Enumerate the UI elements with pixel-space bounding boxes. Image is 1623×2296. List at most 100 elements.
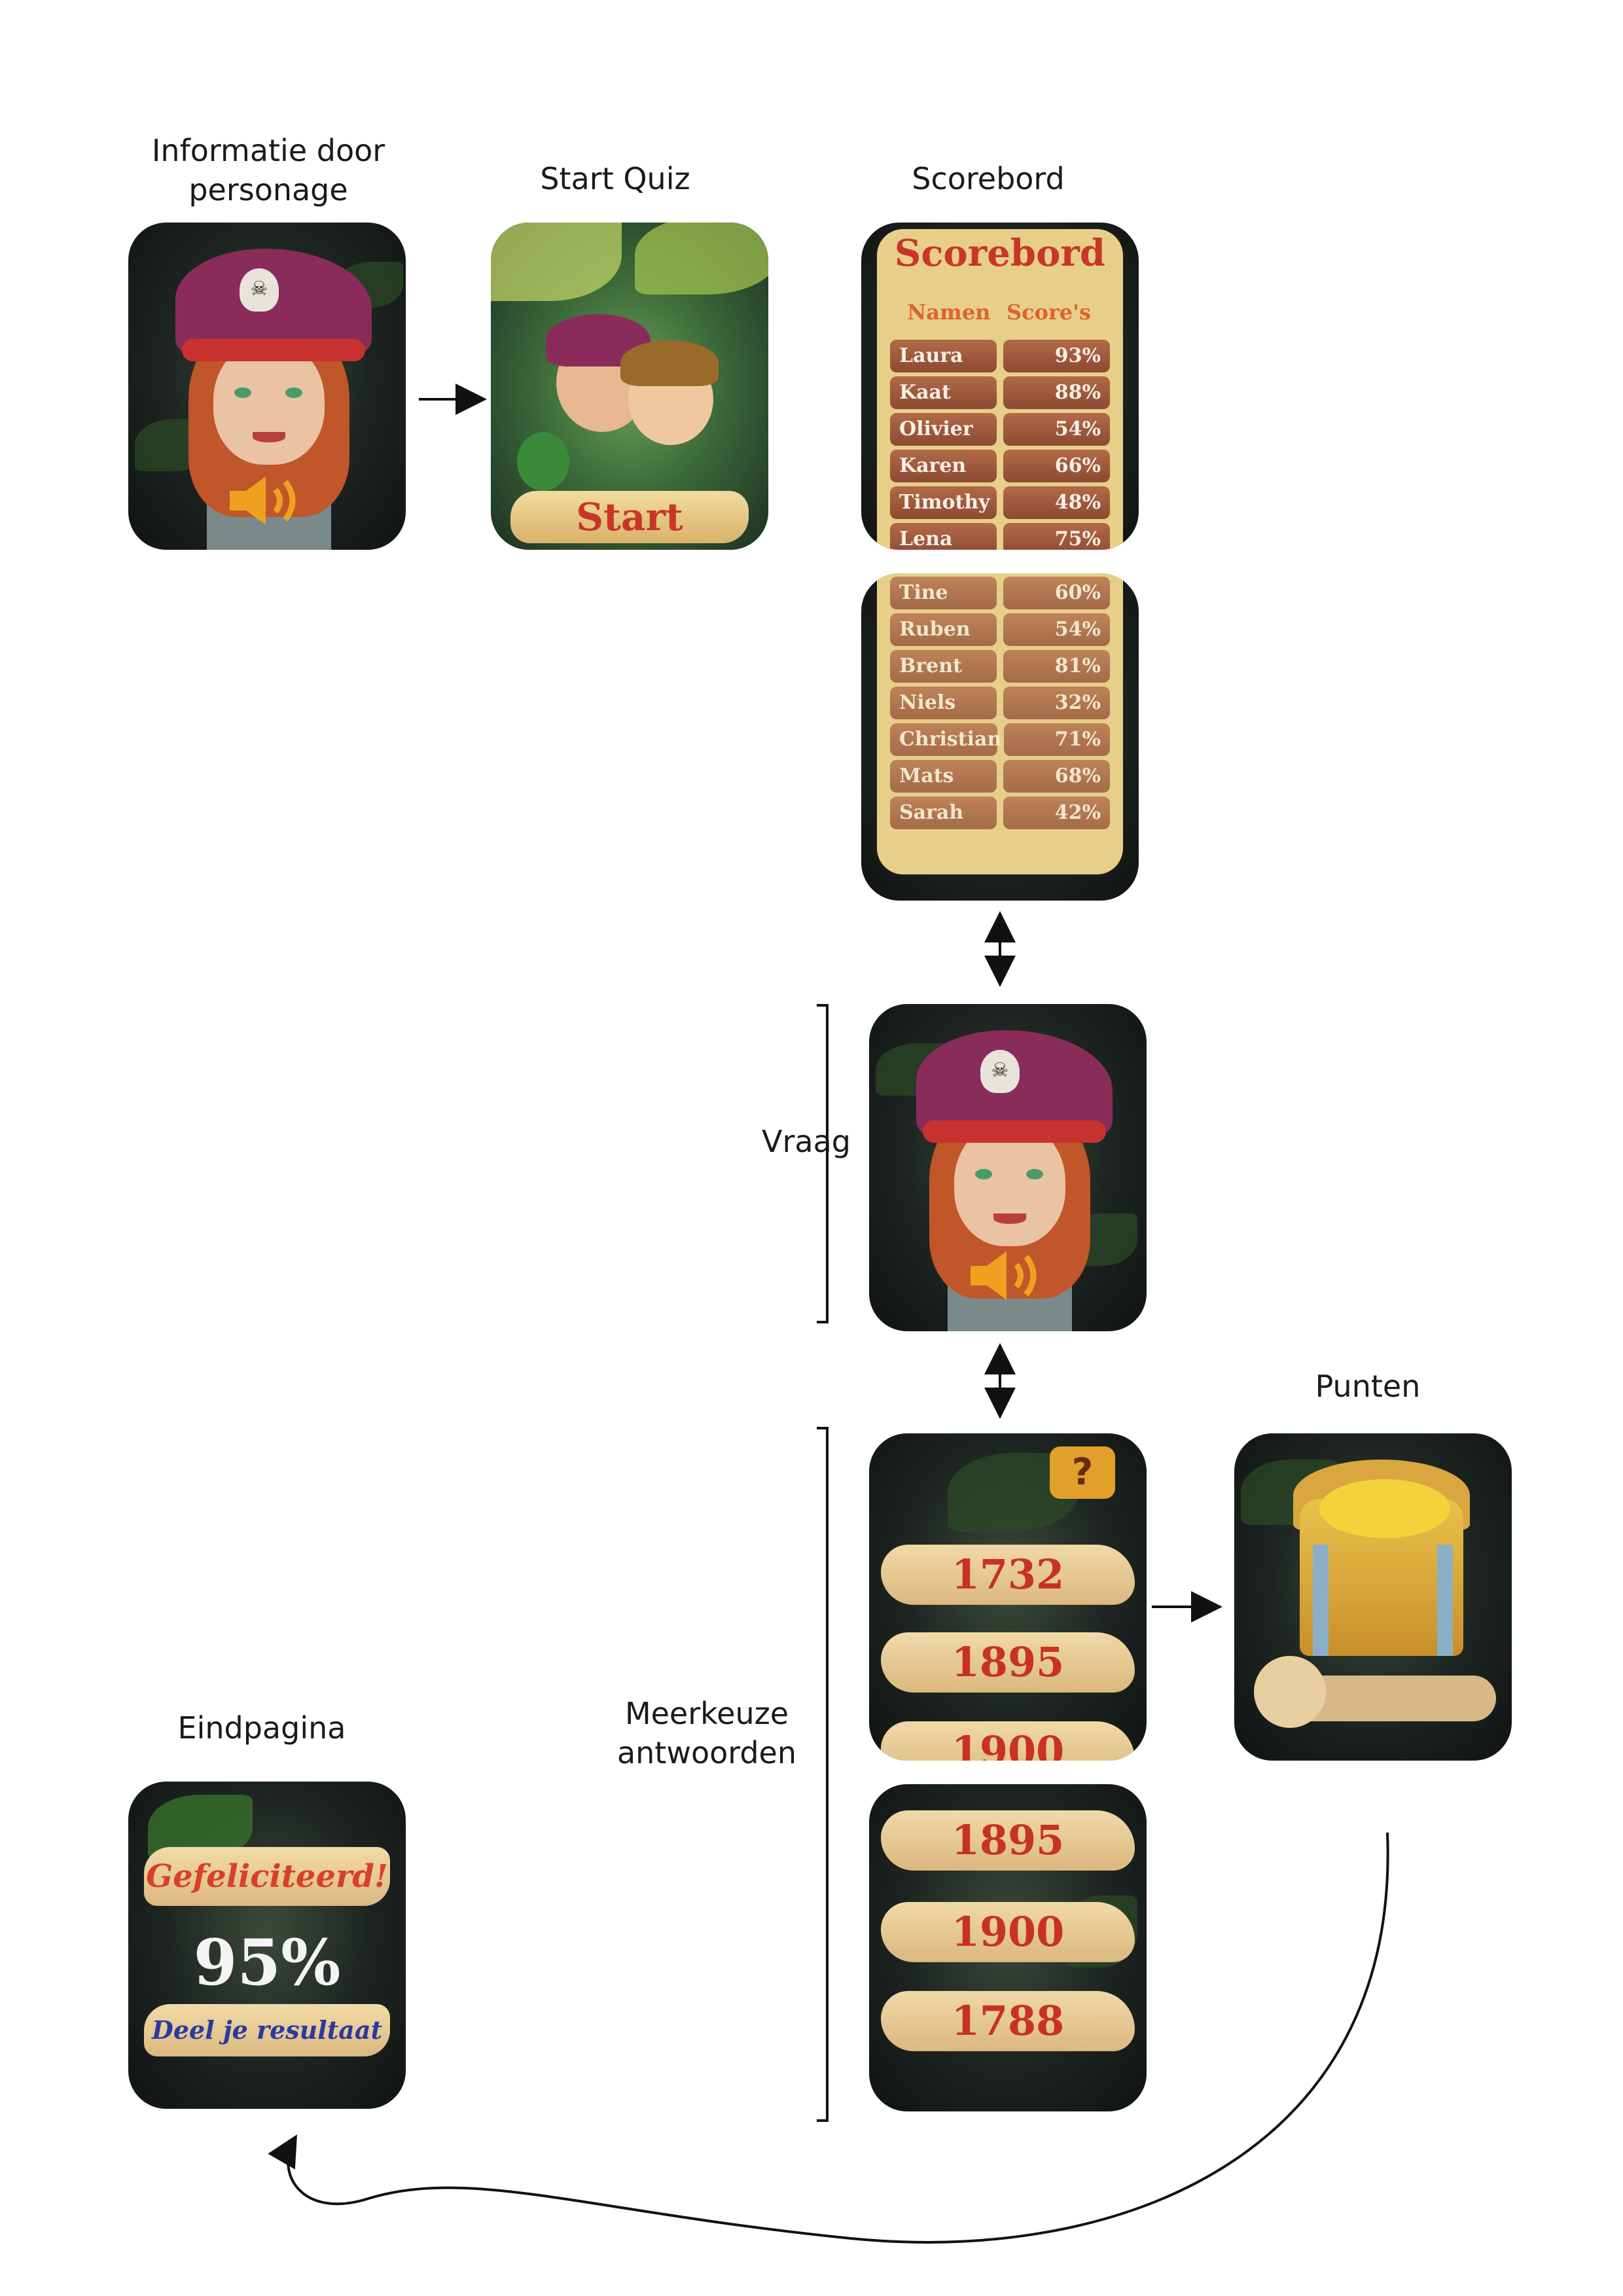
speaker-icon[interactable] [226,471,312,530]
scoreboard-col-score: Score's [1007,300,1091,325]
row-score: 75% [1003,523,1110,550]
label-info: Informatie door personage [111,131,425,209]
skull-icon: ☠ [980,1050,1020,1093]
skull-icon: ☠ [240,268,279,312]
hat-band [923,1121,1106,1143]
row-name: Karen [890,450,997,482]
parrot [517,432,569,491]
label-info-line1: Informatie door [151,133,385,168]
row-score: 60% [1003,577,1110,609]
row-score: 81% [1003,650,1110,683]
card-info-character[interactable]: ☠ [128,223,406,550]
row-name: Christian [890,723,1001,756]
label-meerkeuze: Meerkeuze antwoorden [589,1694,825,1772]
character-eye [975,1169,992,1179]
row-name: Niels [890,687,997,719]
row-score: 93% [1003,340,1110,372]
row-name: Laura [890,340,997,372]
label-punten: Punten [1315,1369,1421,1404]
answer-option[interactable]: 1900 [881,1902,1135,1962]
answer-option[interactable]: 1895 [881,1810,1135,1871]
row-score: 71% [1004,723,1110,756]
start-button-label: Start [576,495,683,539]
leaf-decor [635,223,768,295]
skull-icon [1254,1656,1326,1728]
card-start-quiz[interactable]: Start [491,223,768,550]
share-result-button[interactable]: Deel je resultaat [144,2004,390,2056]
row-score: 68% [1003,760,1110,793]
row-name: Sarah [890,797,997,829]
label-meerkeuze-line1: Meerkeuze [624,1696,789,1731]
boy-hat [620,340,719,386]
card-answers-bottom[interactable]: 1895 1900 1788 [869,1784,1147,2111]
row-score: 48% [1003,486,1110,519]
chest-trim [1313,1545,1329,1656]
row-score: 88% [1003,376,1110,409]
answer-option[interactable]: 1895 [881,1632,1135,1693]
bracket-vraag [817,1004,829,1323]
row-name: Tine [890,577,997,609]
answer-option[interactable]: 1732 [881,1545,1135,1605]
row-score: 54% [1003,613,1110,646]
start-button[interactable]: Start [510,491,749,543]
row-score: 54% [1003,413,1110,446]
character-mouth [993,1213,1026,1224]
card-answers-top[interactable]: ? 1732 1895 1900 [869,1433,1147,1761]
hat-band [182,339,365,361]
row-score: 42% [1003,797,1110,829]
label-eindpagina: Eindpagina [177,1710,346,1746]
card-end-page[interactable]: Gefeliciteerd! 95% Deel je resultaat [128,1782,406,2109]
character-mouth [253,432,285,442]
speaker-icon[interactable] [967,1246,1052,1305]
character-eye [1026,1169,1043,1179]
row-name: Timothy [890,486,997,519]
label-vraag: Vraag [762,1124,851,1159]
row-name: Brent [890,650,997,683]
label-info-line2: personage [188,172,348,207]
answer-option[interactable]: 1788 [881,1991,1135,2051]
answer-option[interactable]: 1900 [881,1721,1135,1761]
label-scorebord: Scorebord [912,161,1065,196]
scoreboard-title: Scorebord [894,232,1106,275]
leaf-decor [491,223,622,301]
scoreboard-col-name: Namen [907,300,991,325]
label-meerkeuze-line2: antwoorden [616,1735,797,1770]
chest-trim [1437,1545,1453,1656]
row-name: Kaat [890,376,997,409]
final-score: 95% [193,1926,341,2000]
row-name: Lena [890,523,997,550]
card-points[interactable] [1234,1433,1512,1761]
bracket-meerkeuze [817,1427,829,2122]
row-score: 32% [1003,687,1110,719]
arrow-points-to-end [268,1832,1389,2244]
character-eye [234,387,251,398]
question-help-button[interactable]: ? [1050,1446,1115,1499]
congrats-banner: Gefeliciteerd! [144,1847,390,1906]
card-question[interactable]: ☠ [869,1004,1147,1331]
row-name: Olivier [890,413,997,446]
row-score: 66% [1003,450,1110,482]
character-eye [285,387,302,398]
row-name: Ruben [890,613,997,646]
row-name: Mats [890,760,997,793]
label-start-quiz: Start Quiz [540,161,690,196]
gold-coins [1319,1479,1450,1538]
